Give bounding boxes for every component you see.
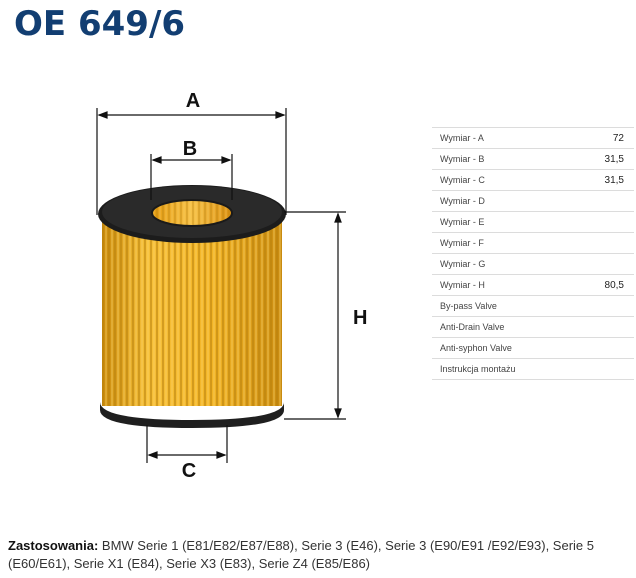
spec-label: Wymiar - B (432, 148, 576, 170)
dimension-label-a: A (186, 90, 200, 112)
dimension-c (146, 425, 228, 463)
spec-value: 72 (575, 127, 634, 149)
filter-diagram: A B C H (96, 90, 367, 482)
spec-label: Instrukcja montażu (432, 358, 576, 380)
spec-value (575, 358, 634, 380)
spec-row: Wymiar - F (432, 232, 634, 254)
product-code-title: OE 649/6 (14, 4, 186, 44)
spec-label: Wymiar - G (432, 253, 576, 275)
spec-value: 31,5 (575, 148, 634, 170)
spec-value (575, 190, 634, 212)
spec-label: Wymiar - E (432, 211, 576, 233)
spec-label: Wymiar - A (432, 127, 576, 149)
dimension-label-b: B (183, 138, 197, 160)
spec-label: Anti-Drain Valve (432, 316, 576, 338)
spec-label: Wymiar - F (432, 232, 576, 254)
applications-label: Zastosowania: (8, 538, 99, 553)
dimension-label-c: C (182, 460, 196, 482)
dimension-b (150, 154, 233, 200)
spec-value: 31,5 (575, 169, 634, 191)
dimension-label-h: H (353, 307, 367, 329)
spec-row: Wymiar - D (432, 190, 634, 212)
spec-row: Anti-syphon Valve (432, 337, 634, 359)
applications-text: Zastosowania: BMW Serie 1 (E81/E82/E87/E… (8, 537, 628, 573)
spec-label: Wymiar - D (432, 190, 576, 212)
spec-value (575, 253, 634, 275)
spec-value (575, 295, 634, 317)
spec-value (575, 316, 634, 338)
spec-row: Anti-Drain Valve (432, 316, 634, 338)
spec-row: Wymiar - G (432, 253, 634, 275)
spec-label: Wymiar - H (432, 274, 576, 296)
applications-list: BMW Serie 1 (E81/E82/E87/E88), Serie 3 (… (8, 538, 594, 571)
spec-value: 80,5 (575, 274, 634, 296)
spec-value (575, 337, 634, 359)
spec-value (575, 232, 634, 254)
spec-label: Wymiar - C (432, 169, 576, 191)
spec-value (575, 211, 634, 233)
spec-label: Anti-syphon Valve (432, 337, 576, 359)
dimension-a (96, 108, 287, 215)
dimension-h (284, 211, 346, 420)
spec-label: By-pass Valve (432, 295, 576, 317)
spec-row: By-pass Valve (432, 295, 634, 317)
spec-row: Instrukcja montażu (432, 358, 634, 380)
filter-body (98, 185, 286, 428)
spec-row: Wymiar - E (432, 211, 634, 233)
